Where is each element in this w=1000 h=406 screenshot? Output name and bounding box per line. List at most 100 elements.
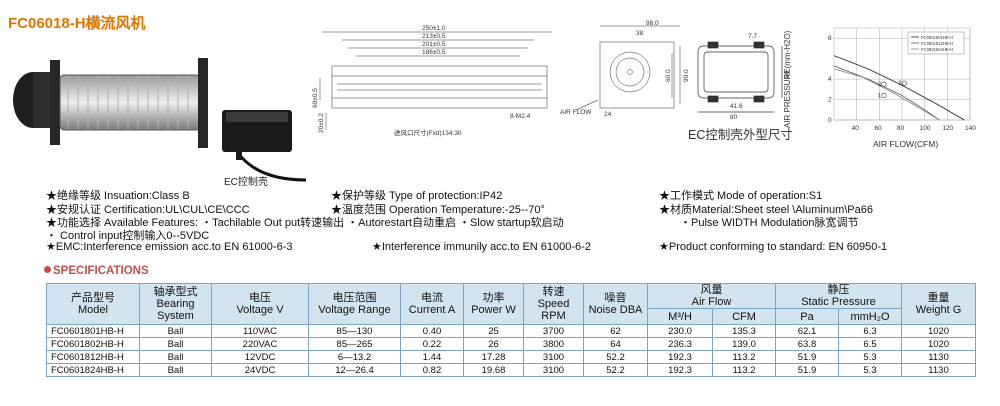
table-cell: 192.3 — [647, 350, 713, 364]
table-cell: 3700 — [523, 324, 584, 338]
dim-98: 98.0 — [646, 20, 659, 27]
ec-box-caption: EC控制壳外型尺寸 — [688, 128, 793, 142]
table-cell: 6—13.2 — [308, 350, 401, 364]
table-cell: 64 — [583, 337, 648, 351]
chart-series-line — [833, 55, 965, 121]
table-cell: Ball — [139, 363, 212, 377]
chart-y-tick: 8 — [828, 35, 832, 42]
specifications-heading-text: SPECIFICATIONS — [53, 265, 149, 277]
table-cell: FC0601801HB-H — [46, 324, 140, 338]
chart-x-tick: 140 — [965, 125, 976, 132]
dim-201: 201±0.5 — [422, 41, 446, 48]
page-title: FC06018-H横流风机 — [8, 15, 146, 32]
dim-side: 20±0.2 — [318, 113, 325, 133]
chart-x-tick: 60 — [874, 125, 882, 132]
chart-y-tick: 2 — [828, 97, 832, 104]
dim-213: 213±0.5 — [422, 33, 446, 40]
chart-y-label: AIR PRESSURE(mm-H2O) — [783, 30, 792, 128]
table-cell: FC0601812HB-H — [46, 350, 140, 364]
table-cell: 1020 — [901, 337, 977, 351]
feature-mode: ★工作模式 Mode of operation:S1 — [659, 190, 823, 202]
chart-y-tick: 0 — [828, 117, 832, 124]
feature-standard: ★Product conforming to standard: EN 6095… — [659, 241, 888, 253]
header-unit-cfm: CFM — [711, 308, 777, 325]
ec-box-drawing: 7.7 80 41.6 80 — [697, 33, 790, 120]
header-unit-mmh2o: mmH₂O — [838, 308, 903, 325]
product-photo — [13, 58, 307, 182]
table-cell: 51.9 — [775, 350, 840, 364]
table-cell: 52.2 — [583, 363, 648, 377]
table-cell: 85—265 — [308, 337, 401, 351]
table-cell: 1.44 — [400, 350, 464, 364]
feature-certification: ★安规认证 Certification:UL\CUL\CE\CCC — [46, 204, 250, 216]
screw-note: 8-M2.4 — [510, 113, 531, 120]
table-cell: 62 — [583, 324, 648, 338]
chart-x-tick: 120 — [942, 125, 953, 132]
chart-legend-box — [907, 31, 965, 55]
inlet-note: 进风口尺寸(Fxd)134:30 — [394, 128, 462, 137]
table-cell: 113.2 — [711, 363, 777, 377]
table-cell: 0.82 — [400, 363, 464, 377]
ec-dim-80-h: 80 — [730, 114, 738, 120]
control-box-caption: EC控制壳 — [224, 177, 268, 188]
table-cell: 5.3 — [838, 350, 903, 364]
chart-point — [881, 81, 887, 87]
chart-legend-entry: FC0601824HB-H — [921, 47, 953, 52]
table-cell: 0.40 — [400, 324, 464, 338]
table-cell: 110VAC — [211, 324, 309, 338]
chart-point-label: 2 — [878, 82, 882, 88]
ec-dim-7-7: 7.7 — [748, 33, 757, 40]
table-cell: Ball — [139, 337, 212, 351]
feature-functions: ★功能选择 Available Features: ・Tachilable Ou… — [46, 217, 564, 229]
table-cell: 17.28 — [463, 350, 524, 364]
table-cell: FC0601824HB-H — [46, 363, 140, 377]
table-cell: FC0601802HB-H — [46, 337, 140, 351]
dim-250: 250±1.0 — [422, 25, 446, 32]
ec-dim-80-v: 80 — [784, 70, 790, 78]
table-cell: 230.0 — [647, 324, 713, 338]
table-cell: 0.22 — [400, 337, 464, 351]
table-cell: 12—26.4 — [308, 363, 401, 377]
header-unit-pa: Pa — [775, 308, 840, 325]
table-cell: 1020 — [901, 324, 977, 338]
table-cell: 85—130 — [308, 324, 401, 338]
chart-series-line — [833, 68, 940, 121]
dim-height: 60±0.5 — [312, 88, 319, 108]
chart-legend-entry: FC0601812HB-H — [921, 41, 953, 46]
dim-24: 24 — [604, 111, 612, 118]
feature-material: ★材质Material:Sheet steel \Aluminum\Pa66 — [659, 204, 873, 216]
chart-x-tick: 80 — [897, 125, 905, 132]
table-cell: 6.3 — [838, 324, 903, 338]
feature-temperature: ★温度范围 Operation Temperature:-25--70° — [331, 204, 545, 216]
chart-x-label: AIR FLOW(CFM) — [873, 139, 939, 149]
table-cell: Ball — [139, 350, 212, 364]
table-cell: 236.3 — [647, 337, 713, 351]
chart-point-label: 3 — [898, 81, 902, 87]
side-view-drawing: 250±1.0 213±0.5 201±0.5 186±0.5 60±0.5 2… — [312, 25, 552, 137]
feature-control: ・ Control input控制输入0--5VDC — [46, 230, 210, 242]
table-cell: 3100 — [523, 350, 584, 364]
table-cell: 139.0 — [711, 337, 777, 351]
table-cell: 26 — [463, 337, 524, 351]
air-flow-label: AIR FLOW — [560, 109, 592, 116]
chart-x-tick: 100 — [920, 125, 931, 132]
table-cell: 1130 — [901, 350, 977, 364]
table-cell: 24VDC — [211, 363, 309, 377]
header-unit-m3h: M³/H — [647, 308, 713, 325]
table-cell: 63.8 — [775, 337, 840, 351]
feature-immunity: ★Interference immunily acc.to EN 61000-6… — [372, 241, 591, 253]
dim-186: 186±0.5 — [422, 49, 446, 56]
table-cell: 19.68 — [463, 363, 524, 377]
